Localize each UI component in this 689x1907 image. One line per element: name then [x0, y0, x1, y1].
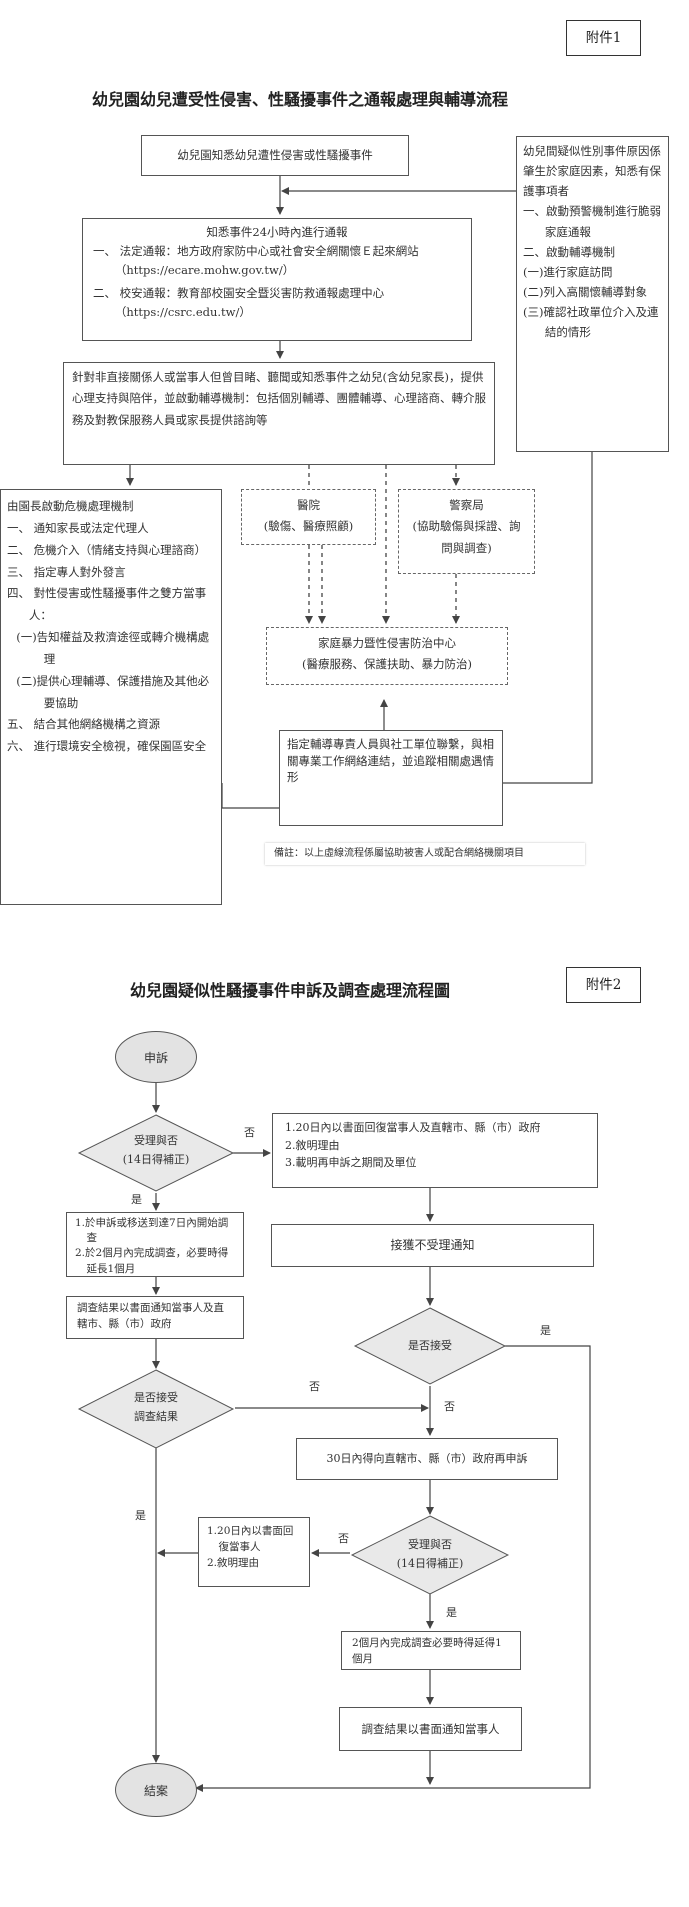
decision-accept-result-text: 是否接受 調查結果 [96, 1388, 216, 1427]
flow-1-title: 幼兒園幼兒遭受性侵害、性騷擾事件之通報處理與輔導流程 [92, 90, 509, 109]
crisis-item: 四、 對性侵害或性騷擾事件之雙方當事人： [7, 586, 207, 623]
crisis-item: 一、 通知家長或法定代理人 [7, 520, 149, 535]
accepted-investigation-box: 1.於申訴或移送到達7日內開始調查 2.於2個月內完成調查，必要時得延長1個月 [66, 1212, 244, 1277]
not-accepted-item: 1.20日內以書面回復當事人及直轄市、縣（市）政府 [285, 1121, 541, 1134]
crisis-sub-item: (一)告知權益及救濟途徑或轉介機構處理 [16, 630, 210, 666]
hospital-box: 醫院 (驗傷、醫療照顧) [241, 489, 376, 545]
reply-reasons-box: 1.20日內以書面回復當事人 2.敘明理由 [198, 1517, 310, 1587]
reaccept-line1: 受理與否 [408, 1538, 452, 1551]
police-box: 警察局 (協助驗傷與採證、詢問與調查) [398, 489, 535, 574]
case-closed-end: 結案 [115, 1763, 197, 1817]
investigation-item: 1.於申訴或移送到達7日內開始調查 [75, 1217, 229, 1245]
attachment-1-tag: 附件1 [566, 20, 641, 56]
not-accepted-notice-box: 接獲不受理通知 [271, 1224, 594, 1267]
police-name: 警察局 [449, 498, 484, 512]
decision-reaccept-text: 受理與否 (14日得補正) [372, 1535, 488, 1574]
family-factor-box: 幼兒間疑似性別事件原因係肇生於家庭因素，知悉有保護事項者 一、啟動預警機制進行脆… [516, 136, 669, 452]
accept-result-line1: 是否接受 [134, 1391, 178, 1404]
investigation-item: 2.於2個月內完成調查，必要時得延長1個月 [75, 1247, 229, 1275]
not-accepted-item: 2.敘明理由 [285, 1138, 340, 1152]
reply-item: 1.20日內以書面回復當事人 [207, 1525, 294, 1553]
report-box: 知悉事件24小時內進行通報 一、 法定通報：地方政府家防中心或社會安全網關懷Ｅ起… [82, 218, 472, 341]
crisis-item: 三、 指定專人對外發言 [7, 564, 126, 579]
reply-item: 2.敘明理由 [207, 1556, 260, 1569]
decision-accept-text: 受理與否 (14日得補正) [96, 1131, 216, 1170]
no-label: 否 [444, 1400, 455, 1413]
crisis-item: 五、 結合其他網絡機構之資源 [7, 717, 161, 732]
prevention-center-detail: (醫療服務、保護扶助、暴力防治) [302, 657, 472, 672]
yes-label: 是 [131, 1193, 142, 1206]
no-label: 否 [309, 1380, 320, 1393]
re-appeal-box: 30日內得向直轄市、縣（市）政府再申訴 [296, 1438, 558, 1480]
family-factor-item: 二、啟動輔導機制 [523, 244, 615, 259]
prevention-center-name: 家庭暴力暨性侵害防治中心 [318, 636, 456, 650]
crisis-item: 二、 危機介入（情緒支持與心理諮商） [7, 542, 207, 557]
not-accepted-box: 1.20日內以書面回復當事人及直轄市、縣（市）政府 2.敘明理由 3.載明再申訴… [272, 1113, 598, 1188]
not-accepted-item: 3.載明再申訴之期間及單位 [285, 1156, 417, 1170]
no-label: 否 [338, 1532, 349, 1545]
family-factor-item: (二)列入高關懷輔導對象 [523, 284, 647, 299]
decision-accept-notice-text: 是否接受 [408, 1339, 452, 1352]
hospital-name: 醫院 [297, 498, 320, 512]
no-label: 否 [244, 1126, 255, 1139]
statutory-report-text: 地方政府家防中心或社會安全網關懷Ｅ起來網站（https://ecare.mohw… [114, 243, 419, 277]
family-factor-item: (一)進行家庭訪問 [523, 264, 613, 279]
complete-investigation-box: 2個月內完成調查必要時得延得1個月 [341, 1631, 521, 1670]
crisis-heading: 由園長啟動危機處理機制 [7, 499, 134, 513]
report-heading: 知悉事件24小時內進行通報 [206, 225, 348, 239]
hospital-detail: (驗傷、醫療照顧) [263, 519, 354, 534]
campus-report-text: 教育部校園安全暨災害防救通報處理中心（https://csrc.edu.tw/） [114, 285, 385, 319]
police-detail: (協助驗傷與採證、詢問與調查) [412, 519, 521, 555]
family-factor-intro: 幼兒間疑似性別事件原因係肇生於家庭因素，知悉有保護事項者 [523, 144, 661, 199]
result-notify-box: 調查結果以書面通知當事人及直轄市、縣（市）政府 [66, 1296, 244, 1339]
aware-event-box: 幼兒園知悉幼兒遭性侵害或性騷擾事件 [141, 135, 409, 176]
final-result-notify-box: 調查結果以書面通知當事人 [339, 1707, 522, 1751]
crisis-mechanism-box: 由園長啟動危機處理機制 一、 通知家長或法定代理人 二、 危機介入（情緒支持與心… [0, 489, 222, 905]
statutory-report-label: 一、 法定通報： [93, 243, 178, 258]
yes-label: 是 [135, 1509, 146, 1522]
designate-counselor-box: 指定輔導專責人員與社工單位聯繫，與相關專業工作網絡連結，並追蹤相關處遇情形 [279, 730, 503, 826]
dashed-flow-note: 備註：以上虛線流程係屬協助被害人或配合網絡機關項目 [265, 843, 585, 865]
crisis-item: 六、 進行環境安全檢視，確保園區安全 [7, 739, 207, 754]
flow-2-title: 幼兒園疑似性騷擾事件申訴及調查處理流程圖 [130, 981, 451, 1000]
yes-label: 是 [540, 1324, 551, 1337]
bystander-support-box: 針對非直接關係人或當事人但曾目睹、聽聞或知悉事件之幼兒(含幼兒家長)，提供心理支… [63, 362, 495, 465]
yes-label: 是 [446, 1606, 457, 1619]
campus-report-label: 二、 校安通報： [93, 285, 178, 300]
attachment-2-tag: 附件2 [566, 967, 641, 1003]
decision-accept-line2: (14日得補正) [122, 1153, 190, 1167]
prevention-center-box: 家庭暴力暨性侵害防治中心 (醫療服務、保護扶助、暴力防治) [266, 627, 508, 685]
crisis-sub-item: (二)提供心理輔導、保護措施及其他必要協助 [16, 673, 210, 710]
family-factor-item: 一、啟動預警機制進行脆弱家庭通報 [523, 204, 661, 239]
family-factor-item: (三)確認社政單位介入及連結的情形 [523, 305, 659, 340]
appeal-start: 申訴 [115, 1031, 197, 1083]
decision-accept-line1: 受理與否 [134, 1134, 178, 1147]
accept-result-line2: 調查結果 [134, 1410, 178, 1424]
reaccept-line2: (14日得補正) [396, 1557, 464, 1571]
